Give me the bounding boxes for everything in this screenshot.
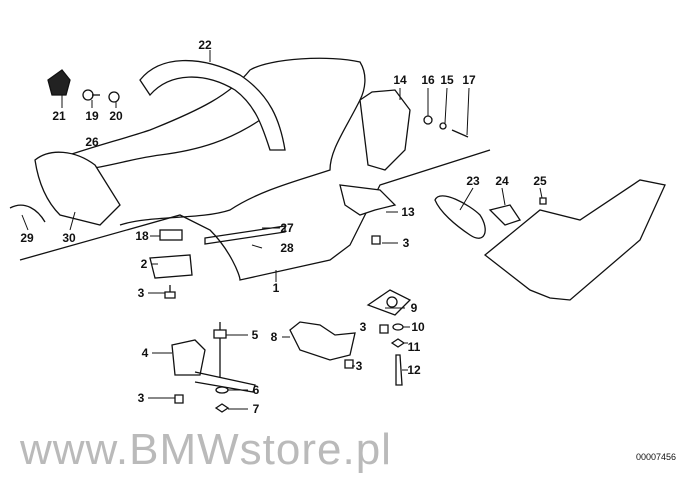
side-panel: [359, 89, 411, 171]
part-label[interactable]: 19: [85, 109, 99, 123]
part-label[interactable]: 16: [421, 73, 435, 87]
part-label[interactable]: 4: [141, 346, 149, 360]
seat-outline: [39, 57, 366, 226]
part-label[interactable]: 2: [140, 257, 148, 271]
part-label[interactable]: 13: [401, 205, 415, 219]
part-label[interactable]: 28: [280, 241, 294, 255]
part-label[interactable]: 8: [270, 330, 278, 344]
part-label[interactable]: 20: [109, 109, 123, 123]
part-label[interactable]: 21: [52, 109, 66, 123]
diagram-code: 00007456: [635, 452, 676, 462]
part-label[interactable]: 22: [198, 38, 212, 52]
part-label[interactable]: 18: [135, 229, 149, 243]
part-label[interactable]: 3: [402, 236, 410, 250]
part-label[interactable]: 3: [137, 286, 145, 300]
part-label[interactable]: 6: [252, 383, 260, 397]
part-label[interactable]: 14: [393, 73, 407, 87]
part-label[interactable]: 30: [62, 231, 76, 245]
grab-strap: [139, 59, 286, 151]
part-label[interactable]: 11: [407, 340, 421, 354]
part-label[interactable]: 3: [137, 391, 145, 405]
part-label[interactable]: 25: [533, 174, 547, 188]
knob: [47, 69, 71, 96]
part-label[interactable]: 3: [355, 359, 363, 373]
part-label[interactable]: 12: [407, 363, 421, 377]
base-outline: [19, 149, 491, 281]
tail-cover: [34, 151, 121, 226]
part-label[interactable]: 29: [20, 231, 34, 245]
part-label[interactable]: 24: [495, 174, 509, 188]
part-label[interactable]: 15: [440, 73, 454, 87]
part-label[interactable]: 7: [252, 402, 260, 416]
part-label[interactable]: 9: [410, 301, 418, 315]
watermark: www.BMWstore.pl: [20, 425, 392, 474]
side-cover: [483, 179, 666, 301]
part-label[interactable]: 1: [272, 281, 280, 295]
part-label[interactable]: 10: [411, 320, 425, 334]
part-label[interactable]: 27: [280, 221, 294, 235]
part-label[interactable]: 17: [462, 73, 476, 87]
part-label[interactable]: 23: [466, 174, 480, 188]
part-label[interactable]: 3: [359, 320, 367, 334]
part-label[interactable]: 26: [85, 135, 99, 149]
part-label[interactable]: 5: [251, 328, 259, 342]
